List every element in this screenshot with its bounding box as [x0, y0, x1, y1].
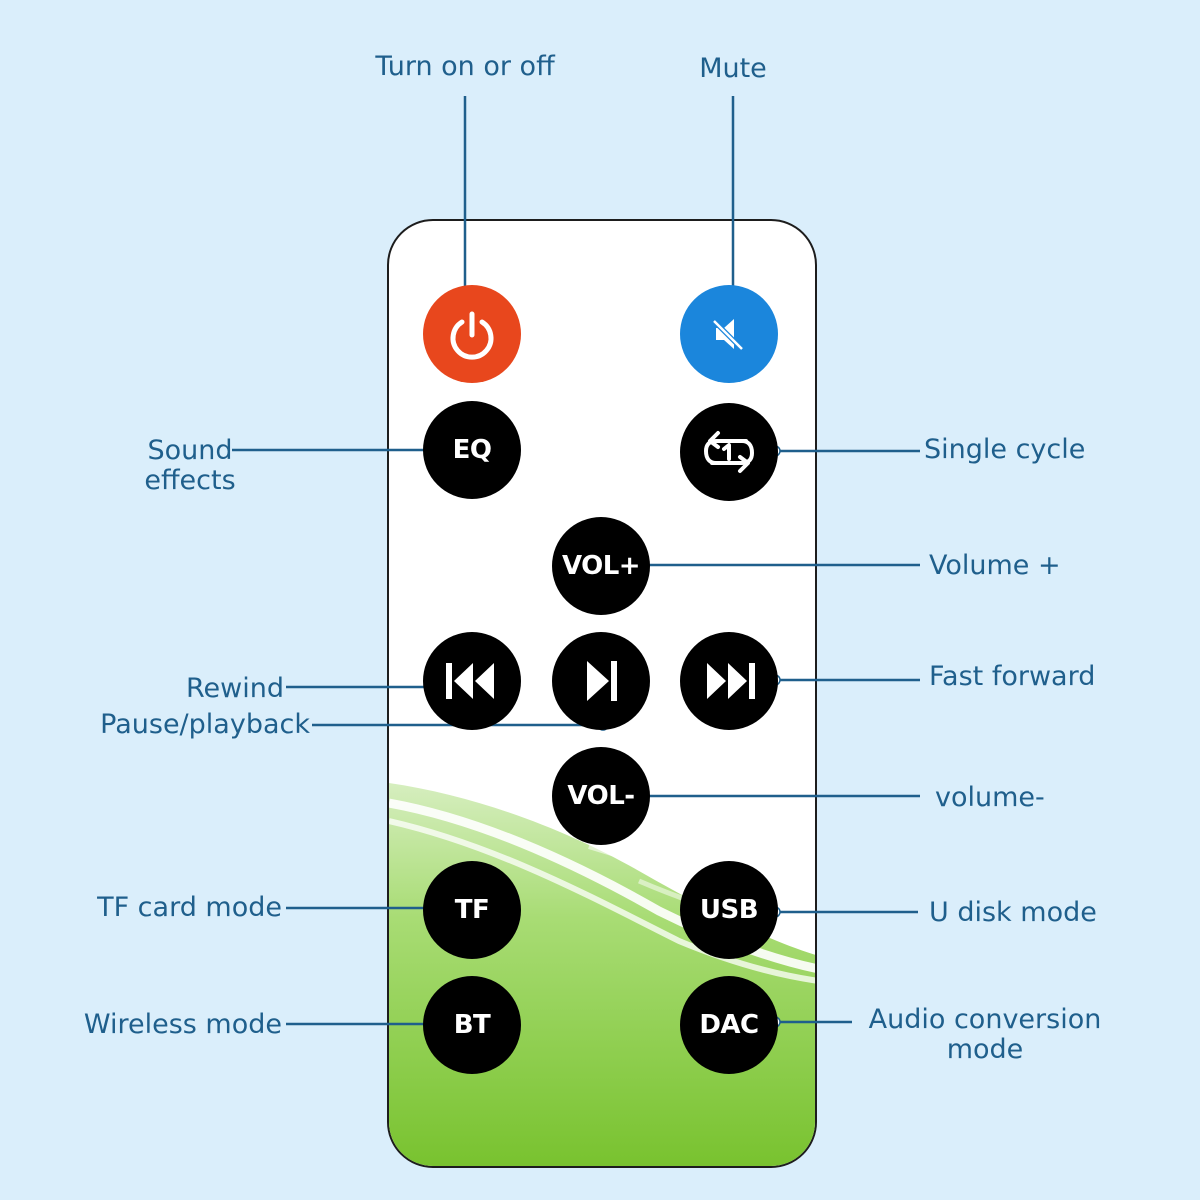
eq-button[interactable]: EQ: [423, 401, 521, 499]
label-audio-conversion-mode: Audio conversion mode: [860, 1005, 1110, 1065]
usb-button-label: USB: [699, 895, 759, 925]
tf-button[interactable]: TF: [423, 861, 521, 959]
label-sound-effects: Sound effects: [120, 436, 260, 496]
label-u-disk-mode: U disk mode: [929, 897, 1097, 928]
power-button[interactable]: [423, 285, 521, 383]
bt-button[interactable]: BT: [423, 976, 521, 1074]
label-sound-effects-line1: Sound: [147, 435, 233, 466]
rewind-button[interactable]: [423, 632, 521, 730]
volume-down-button-label: VOL-: [567, 781, 635, 811]
label-mute: Mute: [699, 53, 767, 84]
play-pause-icon: [587, 661, 617, 701]
dac-button[interactable]: DAC: [680, 976, 778, 1074]
rewind-icon: [446, 663, 494, 699]
label-volume-minus: volume-: [935, 782, 1045, 813]
repeat-one-icon: [703, 431, 755, 473]
label-audio-conversion-line2: mode: [946, 1034, 1024, 1065]
eq-button-label: EQ: [452, 435, 492, 465]
tf-button-label: TF: [454, 895, 490, 925]
label-sound-effects-line2: effects: [144, 465, 236, 496]
mute-icon: [712, 319, 744, 351]
fast-forward-icon: [707, 663, 755, 699]
label-audio-conversion-line1: Audio conversion: [868, 1004, 1102, 1035]
play-pause-button[interactable]: [552, 632, 650, 730]
label-rewind: Rewind: [186, 673, 284, 704]
volume-up-button-label: VOL+: [561, 551, 641, 581]
power-icon: [450, 311, 494, 360]
label-fast-forward: Fast forward: [929, 661, 1096, 692]
label-wireless-mode: Wireless mode: [83, 1009, 282, 1040]
dac-button-label: DAC: [699, 1010, 759, 1040]
volume-down-button[interactable]: VOL-: [552, 747, 650, 845]
volume-up-button[interactable]: VOL+: [552, 517, 650, 615]
mute-button[interactable]: [680, 285, 778, 383]
single-cycle-button[interactable]: [680, 403, 778, 501]
label-volume-plus: Volume +: [929, 550, 1061, 581]
fast-forward-button[interactable]: [680, 632, 778, 730]
label-pause-playback: Pause/playback: [100, 709, 310, 740]
label-tf-card-mode: TF card mode: [97, 892, 282, 923]
usb-button[interactable]: USB: [680, 861, 778, 959]
label-single-cycle: Single cycle: [924, 434, 1086, 465]
bt-button-label: BT: [453, 1010, 491, 1040]
label-power: Turn on or off: [375, 51, 555, 82]
